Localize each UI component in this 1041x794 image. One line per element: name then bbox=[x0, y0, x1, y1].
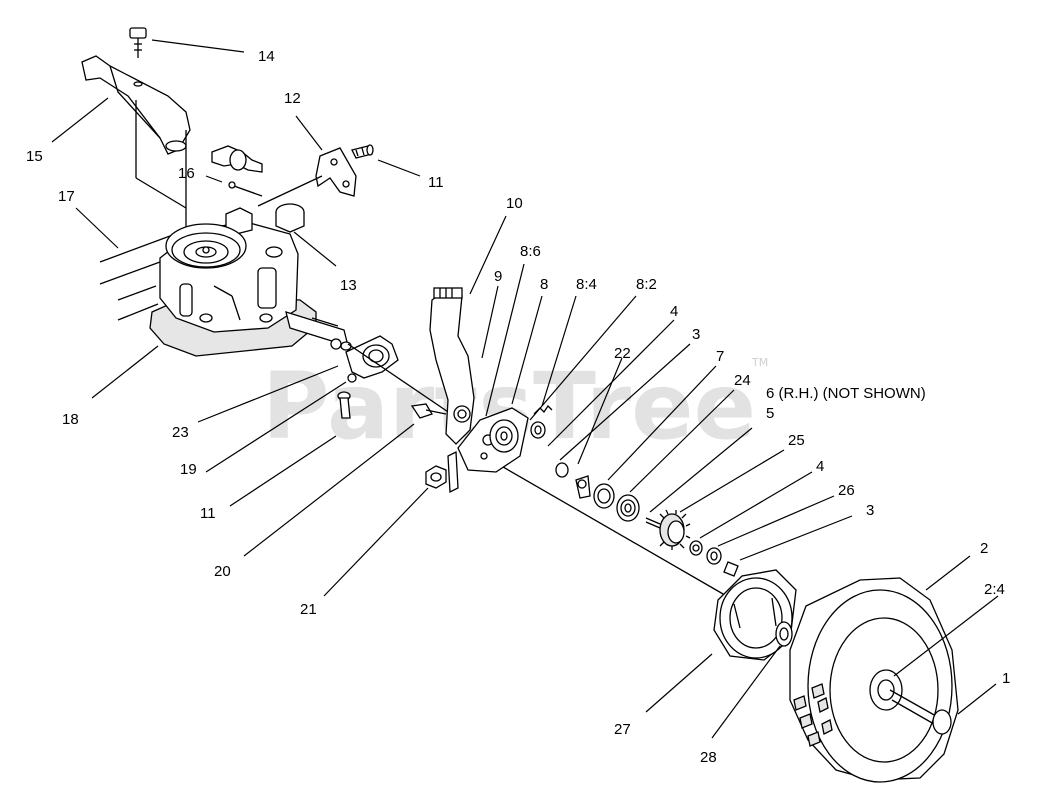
callout-11-top[interactable]: 11 bbox=[428, 174, 444, 191]
screw-11-top[interactable] bbox=[351, 144, 374, 159]
bearing-24[interactable] bbox=[616, 494, 640, 522]
nut-21[interactable] bbox=[425, 465, 447, 489]
bolt-20[interactable] bbox=[410, 403, 447, 419]
callout-18[interactable]: 18 bbox=[62, 411, 79, 428]
screw-11-lower[interactable] bbox=[337, 391, 351, 419]
callout-16[interactable]: 16 bbox=[178, 165, 195, 182]
washer-8[interactable] bbox=[530, 421, 546, 439]
callout-9[interactable]: 9 bbox=[494, 268, 502, 285]
callout-8-6[interactable]: 8:6 bbox=[520, 243, 541, 260]
callout-3-lower[interactable]: 3 bbox=[866, 502, 874, 519]
pinion-gear-25[interactable] bbox=[659, 509, 691, 550]
callout-20[interactable]: 20 bbox=[214, 563, 231, 580]
height-adjuster-plate-10[interactable] bbox=[429, 287, 475, 445]
callout-25[interactable]: 25 bbox=[788, 432, 805, 449]
callout-3-upper[interactable]: 3 bbox=[692, 326, 700, 343]
callout-8-4[interactable]: 8:4 bbox=[576, 276, 597, 293]
clip-22[interactable] bbox=[555, 462, 569, 478]
axle-shaft[interactable] bbox=[285, 311, 352, 351]
bushing-23[interactable] bbox=[330, 338, 342, 350]
callout-12[interactable]: 12 bbox=[284, 90, 301, 107]
hub-28[interactable] bbox=[775, 621, 793, 647]
pin-5[interactable] bbox=[645, 517, 661, 529]
callout-6-not-shown[interactable]: 6 (R.H.) (NOT SHOWN) bbox=[766, 385, 926, 402]
callout-15[interactable]: 15 bbox=[26, 148, 43, 165]
bushing-26[interactable] bbox=[706, 547, 722, 565]
callout-2-4[interactable]: 2:4 bbox=[984, 581, 1005, 598]
callout-labels: 14 15 12 16 11 17 13 18 10 9 8:6 8 8:4 8… bbox=[26, 48, 1010, 766]
callout-14[interactable]: 14 bbox=[258, 48, 275, 65]
callout-23[interactable]: 23 bbox=[172, 424, 189, 441]
callout-13[interactable]: 13 bbox=[340, 277, 357, 294]
callout-24[interactable]: 24 bbox=[734, 372, 751, 389]
callout-19[interactable]: 19 bbox=[180, 461, 197, 478]
hubcap-27[interactable] bbox=[713, 569, 797, 661]
callout-1[interactable]: 1 bbox=[1002, 670, 1010, 687]
callout-26[interactable]: 26 bbox=[838, 482, 855, 499]
cable-bracket-12[interactable] bbox=[315, 147, 357, 197]
callout-8-2[interactable]: 8:2 bbox=[636, 276, 657, 293]
callout-21[interactable]: 21 bbox=[300, 601, 317, 618]
callout-5[interactable]: 5 bbox=[766, 405, 774, 422]
callout-28[interactable]: 28 bbox=[700, 749, 717, 766]
bolt-14[interactable] bbox=[129, 27, 147, 87]
bearing-7[interactable] bbox=[593, 483, 615, 509]
gear-8-6[interactable] bbox=[489, 419, 519, 453]
wheel-2[interactable] bbox=[789, 577, 959, 783]
callout-leaders bbox=[51, 39, 999, 739]
axle-bolt-1[interactable] bbox=[889, 689, 952, 735]
watermark-trademark: TM bbox=[751, 356, 768, 369]
clip-3b[interactable] bbox=[723, 561, 739, 577]
callout-27[interactable]: 27 bbox=[614, 721, 631, 738]
callout-4-lower[interactable]: 4 bbox=[816, 458, 824, 475]
deck-frame-17[interactable] bbox=[99, 235, 171, 321]
callout-4-upper[interactable]: 4 bbox=[670, 303, 678, 320]
callout-22[interactable]: 22 bbox=[614, 345, 631, 362]
callout-11-lower[interactable]: 11 bbox=[200, 505, 216, 522]
callout-8[interactable]: 8 bbox=[540, 276, 548, 293]
callout-7[interactable]: 7 bbox=[716, 348, 724, 365]
cable-fitting-16[interactable] bbox=[211, 145, 263, 197]
callout-10[interactable]: 10 bbox=[506, 195, 523, 212]
washer-4b[interactable] bbox=[689, 540, 703, 556]
clip-3a[interactable] bbox=[577, 479, 587, 489]
transmission-18[interactable] bbox=[149, 207, 317, 357]
bearing-bracket-19[interactable] bbox=[345, 335, 399, 383]
callout-17[interactable]: 17 bbox=[58, 188, 75, 205]
callout-2[interactable]: 2 bbox=[980, 540, 988, 557]
